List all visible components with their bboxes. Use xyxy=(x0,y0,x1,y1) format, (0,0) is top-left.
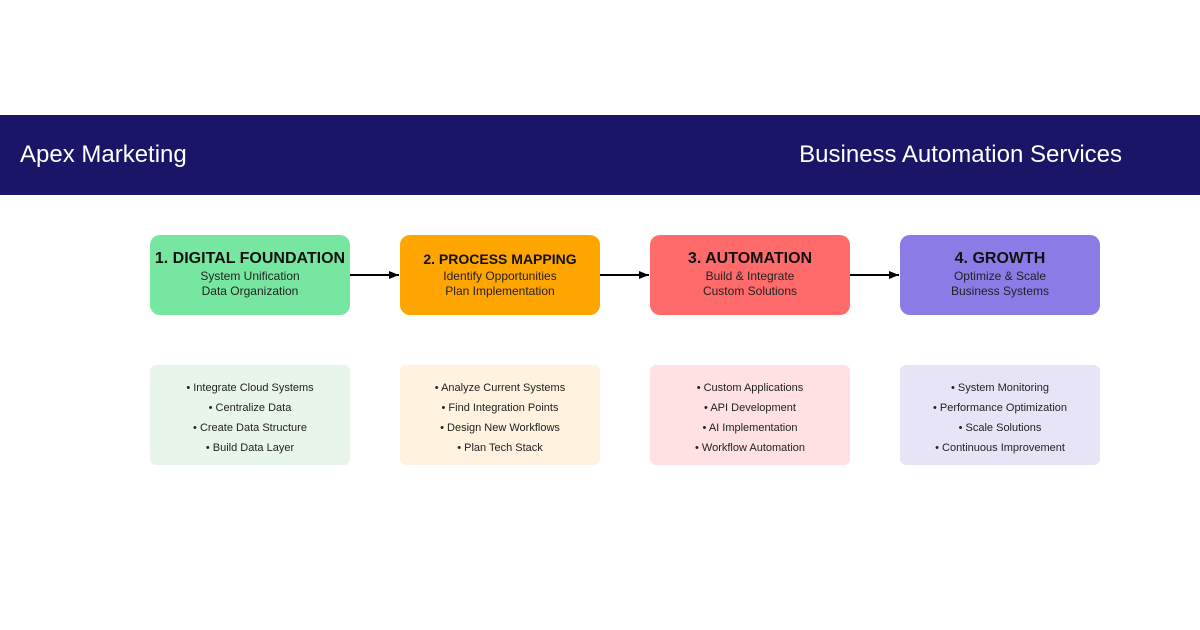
stage-digital-foundation: 1. DIGITAL FOUNDATION System Unification… xyxy=(150,235,350,315)
details-process-mapping: • Analyze Current Systems • Find Integra… xyxy=(400,365,600,465)
stage-line: Business Systems xyxy=(950,284,1050,298)
detail-item: • Plan Tech Stack xyxy=(457,442,543,454)
header-tagline: Business Automation Services xyxy=(799,141,1122,168)
details-digital-foundation: • Integrate Cloud Systems • Centralize D… xyxy=(150,365,350,465)
detail-item: • Performance Optimization xyxy=(932,402,1068,414)
detail-item: • Scale Solutions xyxy=(958,422,1042,434)
stage-title: 4. GROWTH xyxy=(954,250,1046,267)
detail-item: • Integrate Cloud Systems xyxy=(186,382,314,394)
header-bar: Apex Marketing Business Automation Servi… xyxy=(0,115,1200,195)
stage-line: Identify Opportunities xyxy=(443,269,557,283)
stage-growth: 4. GROWTH Optimize & Scale Business Syst… xyxy=(900,235,1100,315)
detail-item: • Create Data Structure xyxy=(193,422,307,434)
detail-item: • API Development xyxy=(704,402,796,414)
detail-item: • Design New Workflows xyxy=(440,422,560,434)
stage-title: 3. AUTOMATION xyxy=(687,250,813,267)
brand-name: Apex Marketing xyxy=(20,141,187,168)
stage-line: Custom Solutions xyxy=(702,284,798,298)
stage-title: 2. PROCESS MAPPING xyxy=(423,251,577,267)
detail-item: • Analyze Current Systems xyxy=(434,382,566,394)
details-automation: • Custom Applications • API Development … xyxy=(650,365,850,465)
detail-item: • Find Integration Points xyxy=(441,402,559,414)
stage-line: Plan Implementation xyxy=(445,284,555,298)
detail-item: • System Monitoring xyxy=(951,382,1049,394)
stage-automation: 3. AUTOMATION Build & Integrate Custom S… xyxy=(650,235,850,315)
detail-item: • AI Implementation xyxy=(702,422,798,434)
stage-line: Optimize & Scale xyxy=(953,269,1047,283)
detail-item: • Custom Applications xyxy=(696,382,804,394)
stage-line: System Unification xyxy=(200,269,300,283)
detail-item: • Centralize Data xyxy=(208,402,292,414)
detail-item: • Build Data Layer xyxy=(205,442,295,454)
stage-title: 1. DIGITAL FOUNDATION xyxy=(154,250,346,267)
detail-item: • Continuous Improvement xyxy=(935,442,1065,454)
stage-line: Build & Integrate xyxy=(705,269,795,283)
stage-line: Data Organization xyxy=(201,284,299,298)
stage-process-mapping: 2. PROCESS MAPPING Identify Opportunitie… xyxy=(400,235,600,315)
detail-item: • Workflow Automation xyxy=(694,442,806,454)
details-growth: • System Monitoring • Performance Optimi… xyxy=(900,365,1100,465)
